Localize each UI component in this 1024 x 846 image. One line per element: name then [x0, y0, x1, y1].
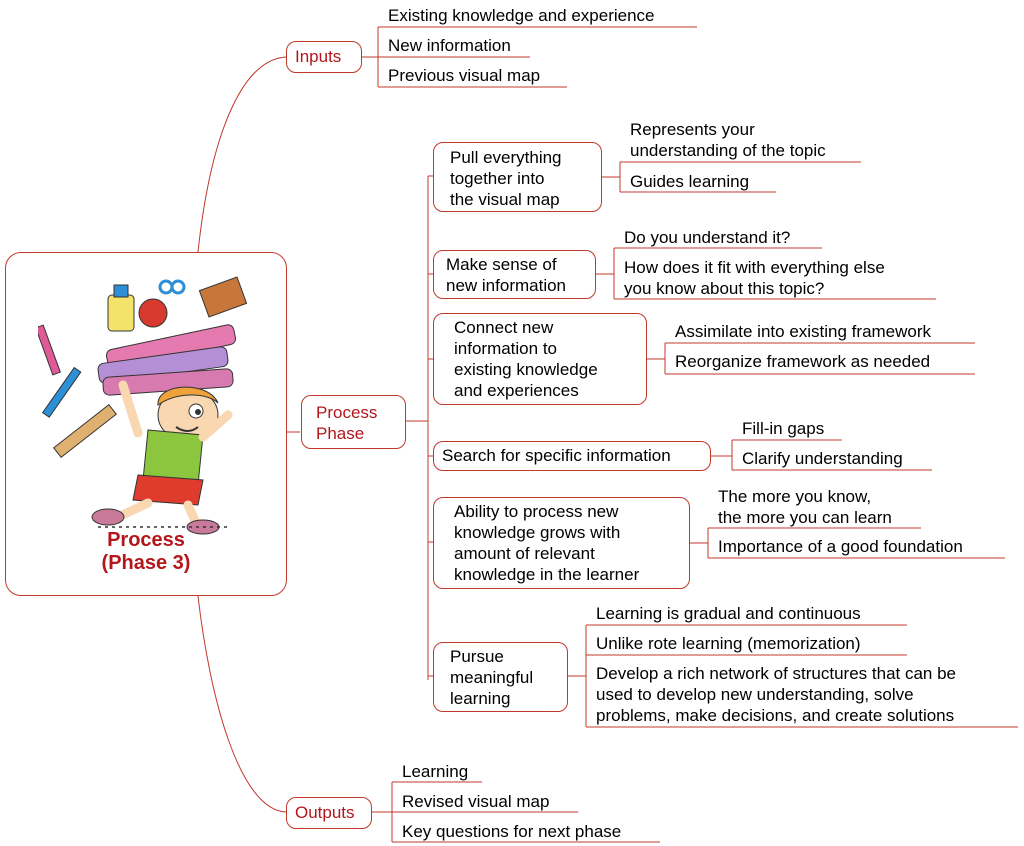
topic-item: Importance of a good foundation	[718, 537, 963, 556]
topic-item: Clarify understanding	[742, 449, 903, 468]
outputs-item: Learning	[402, 762, 469, 781]
inputs-item: Existing knowledge and experience	[388, 6, 655, 25]
topic-item: Do you understand it?	[624, 228, 791, 247]
central-node: Process (Phase 3)	[5, 252, 287, 596]
topic-item: Learning is gradual and continuous	[596, 604, 861, 623]
topic-item: Unlike rote learning (memorization)	[596, 634, 861, 653]
topic-item: Assimilate into existing framework	[675, 322, 932, 341]
topic-pull-everything-together[interactable]: Pull everything together into the visual…	[433, 142, 602, 212]
topic-item: Guides learning	[630, 172, 750, 191]
inputs-node[interactable]: Inputs	[286, 41, 362, 73]
topic-search-specific-information[interactable]: Search for specific information	[433, 441, 711, 471]
inputs-item: Previous visual map	[388, 66, 541, 85]
outputs-item: Key questions for next phase	[402, 822, 622, 841]
outputs-item: Revised visual map	[402, 792, 550, 811]
topic-ability-to-process[interactable]: Ability to process new knowledge grows w…	[433, 497, 690, 589]
central-title: Process (Phase 3)	[101, 529, 191, 574]
process-phase-node[interactable]: Process Phase	[301, 395, 406, 449]
topic-item: Fill-in gaps	[742, 419, 825, 438]
topic-connect-new-information[interactable]: Connect new information to existing know…	[433, 313, 647, 405]
outputs-node[interactable]: Outputs	[286, 797, 372, 829]
topic-pursue-meaningful-learning[interactable]: Pursue meaningful learning	[433, 642, 568, 712]
topic-make-sense[interactable]: Make sense of new information	[433, 250, 596, 299]
inputs-item: New information	[388, 36, 511, 55]
topic-item: How does it fit with everything else you…	[624, 258, 885, 298]
topic-item: Develop a rich network of structures tha…	[596, 664, 957, 725]
topic-item: Represents your understanding of the top…	[630, 120, 826, 160]
topic-item: The more you know, the more you can lear…	[718, 487, 892, 527]
topic-item: Reorganize framework as needed	[675, 352, 931, 371]
student-carrying-books-icon	[38, 276, 248, 535]
